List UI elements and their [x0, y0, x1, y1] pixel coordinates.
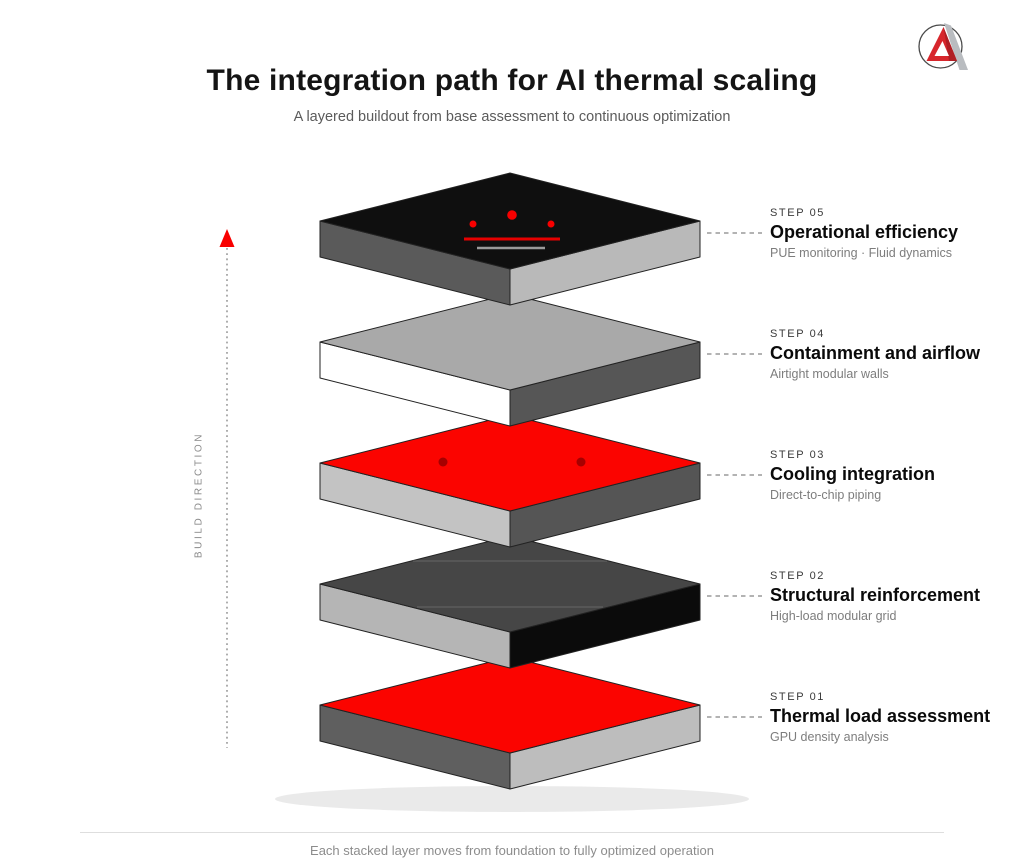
step-kicker: STEP 05 — [770, 207, 826, 219]
build-direction-arrow-icon — [219, 229, 235, 247]
step-kicker: STEP 04 — [770, 328, 826, 340]
step-kicker: STEP 03 — [770, 449, 826, 461]
step-title: Containment and airflow — [770, 343, 981, 363]
slab-step-03-top-face — [319, 414, 701, 512]
slab-step-04 — [319, 293, 701, 427]
step-title: Cooling integration — [770, 464, 935, 484]
slab-step-02 — [319, 535, 701, 669]
slab-step-05 — [319, 172, 701, 306]
slab-step-05-top-face — [319, 172, 701, 270]
page-title: The integration path for AI thermal scal… — [206, 64, 818, 97]
slab-step-04-top-face — [319, 293, 701, 391]
step-label-05: STEP 05 Operational efficiency PUE monit… — [770, 207, 1020, 260]
logo-counter — [934, 41, 949, 56]
logo-gray-stroke — [944, 23, 968, 70]
gauge-dot — [507, 210, 517, 220]
footer-divider — [80, 832, 944, 833]
slab-step-01-top-face — [319, 656, 701, 754]
step-subtitle: Direct-to-chip piping — [770, 488, 882, 502]
step-subtitle: High-load modular grid — [770, 609, 897, 623]
page-subtitle: A layered buildout from base assessment … — [293, 109, 731, 125]
step-title: Thermal load assessment — [770, 706, 991, 726]
step-kicker: STEP 02 — [770, 570, 826, 582]
step-title: Operational efficiency — [770, 222, 959, 242]
slab-step-03 — [319, 414, 701, 548]
brand-logo — [918, 23, 968, 70]
step-subtitle: Airtight modular walls — [770, 367, 889, 381]
slab-step-02-top-face — [319, 535, 701, 633]
slab-step-01 — [319, 656, 701, 790]
step-subtitle: PUE monitoring · Fluid dynamics — [770, 246, 953, 260]
step-title: Structural reinforcement — [770, 585, 981, 605]
footer-caption: Each stacked layer moves from foundation… — [310, 843, 714, 858]
step-subtitle: GPU density analysis — [770, 730, 889, 744]
step-label-02: STEP 02 Structural reinforcement High-lo… — [770, 570, 1020, 623]
gauge-dot — [469, 220, 477, 228]
coolant-port-dot — [576, 457, 586, 467]
step-label-01: STEP 01 Thermal load assessment GPU dens… — [770, 691, 1020, 744]
logo-triangle-shade — [943, 27, 957, 61]
gauge-dot — [547, 220, 555, 228]
gauge-icon — [464, 210, 560, 250]
logo-ring — [918, 24, 963, 69]
step-label-03: STEP 03 Cooling integration Direct-to-ch… — [770, 449, 1020, 502]
build-direction-label: BUILD DIRECTION — [193, 431, 205, 559]
step-label-04: STEP 04 Containment and airflow Airtight… — [770, 328, 1020, 381]
coolant-port-dot — [438, 457, 448, 467]
stack-shadow — [275, 786, 749, 812]
step-kicker: STEP 01 — [770, 691, 826, 703]
